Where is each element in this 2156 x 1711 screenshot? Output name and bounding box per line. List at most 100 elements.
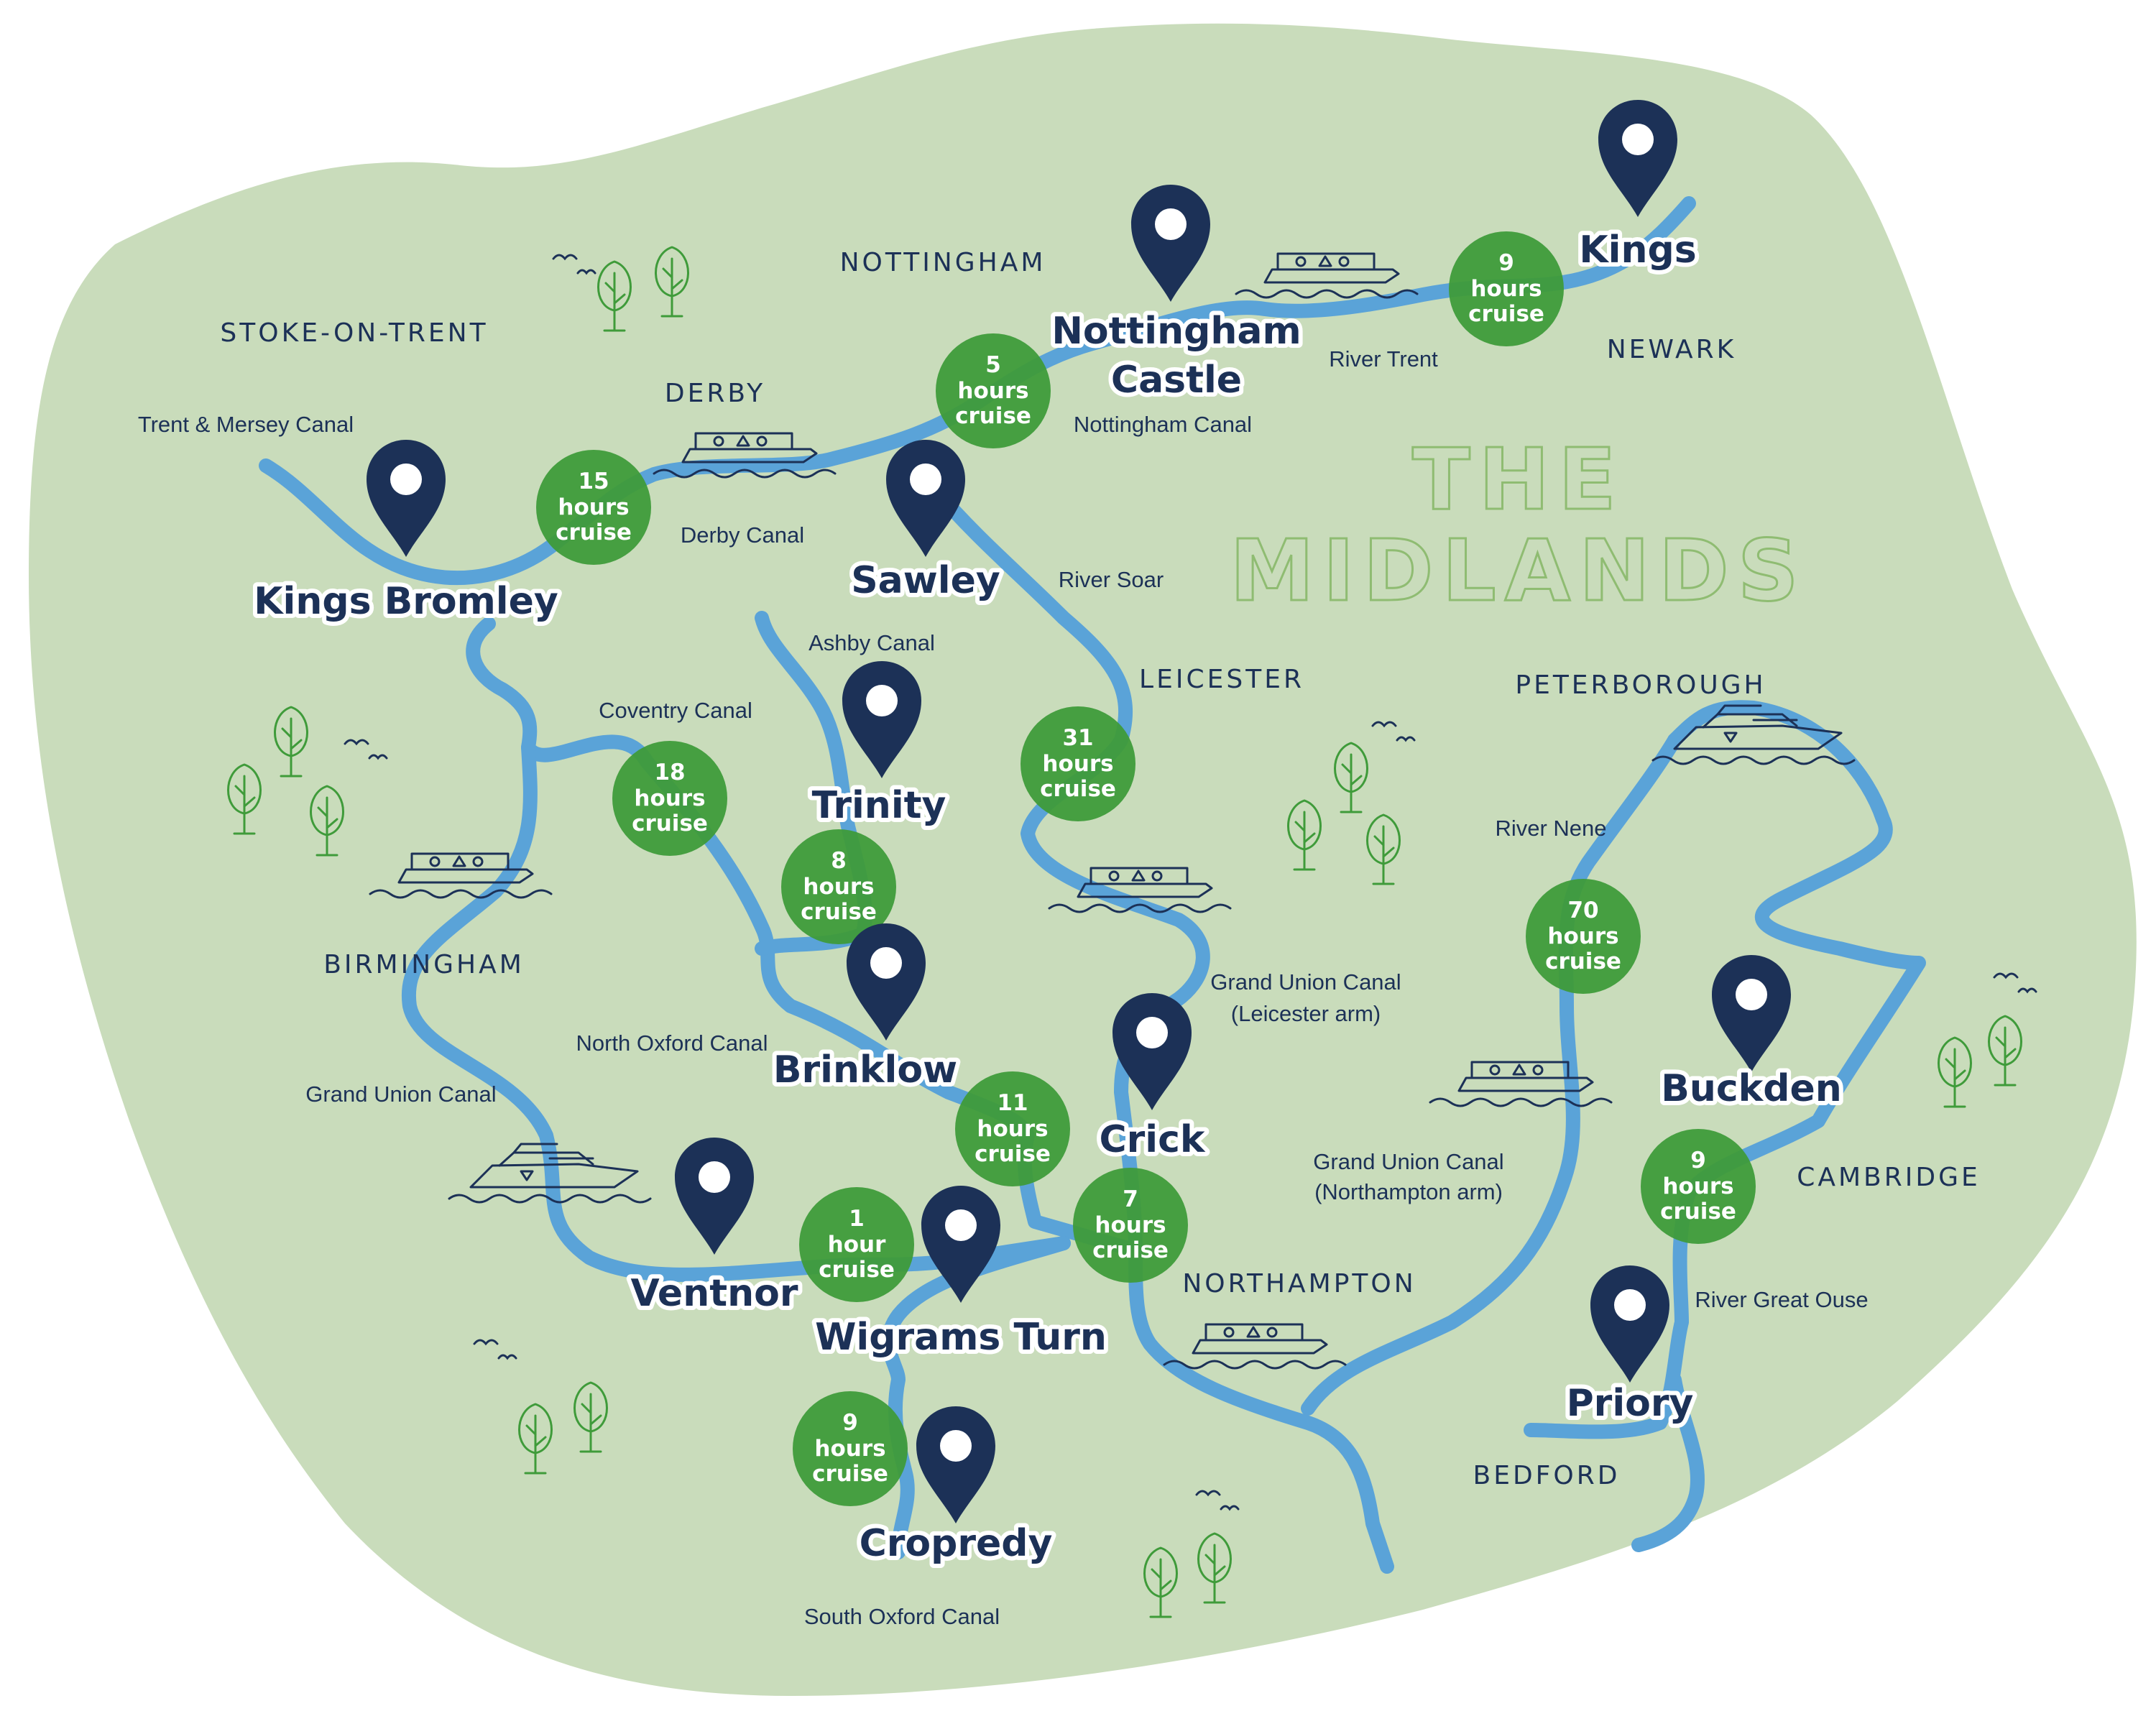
badge-value: 11 bbox=[997, 1090, 1028, 1116]
map-pin-icon[interactable] bbox=[1712, 955, 1791, 1072]
badge-unit: hours bbox=[1547, 923, 1618, 949]
map-pin-icon[interactable] bbox=[1131, 185, 1210, 302]
cruise-time-badge: 9 hours cruise bbox=[793, 1391, 908, 1506]
marina-label[interactable]: Crick bbox=[1095, 1114, 1210, 1166]
city-labels: NOTTINGHAM STOKE-ON-TRENT DERBY NEWARK L… bbox=[220, 248, 1977, 1490]
cruise-time-badges: 9 hours cruise 5 hours cruise 15 hours c… bbox=[536, 231, 1756, 1506]
map-pin-icon[interactable] bbox=[1590, 1265, 1669, 1383]
badge-word: cruise bbox=[955, 403, 1031, 429]
waterway-label: (Leicester arm) bbox=[1231, 1001, 1381, 1026]
waterway-label: Derby Canal bbox=[681, 522, 804, 548]
marina-labels: Kings Nottingham Castle Kings Bromley Sa… bbox=[249, 224, 1846, 1569]
map-pin-icon[interactable] bbox=[847, 923, 926, 1041]
badge-unit: hours bbox=[803, 874, 874, 900]
marina-label[interactable]: Trinity bbox=[808, 780, 951, 831]
badge-value: 8 bbox=[831, 848, 847, 874]
badge-unit: hours bbox=[1095, 1212, 1166, 1238]
badge-word: cruise bbox=[801, 899, 877, 925]
cruise-time-badge: 8 hours cruise bbox=[781, 829, 896, 944]
map-pin-icon[interactable] bbox=[886, 440, 965, 557]
badge-value: 7 bbox=[1123, 1186, 1138, 1212]
badge-word: cruise bbox=[632, 811, 708, 836]
badge-value: 15 bbox=[578, 469, 609, 494]
marina-label[interactable]: Kings Bromley bbox=[249, 576, 563, 627]
waterway-label: Nottingham Canal bbox=[1074, 412, 1252, 437]
route-river-nene bbox=[1524, 700, 1926, 1439]
waterway-label: River Great Ouse bbox=[1695, 1287, 1868, 1312]
badge-unit: hours bbox=[977, 1116, 1048, 1142]
waterway-label: Grand Union Canal bbox=[1210, 969, 1401, 995]
marina-label[interactable]: Cropredy bbox=[855, 1518, 1057, 1569]
marina-label[interactable]: Castle bbox=[1107, 354, 1246, 406]
marina-pins bbox=[367, 100, 1791, 1523]
marina-label[interactable]: Priory bbox=[1562, 1378, 1698, 1429]
region-title-midlands: MIDLANDS bbox=[1230, 521, 1807, 620]
cruise-time-badge: 18 hours cruise bbox=[612, 741, 727, 856]
marina-label[interactable]: Buckden bbox=[1657, 1063, 1846, 1115]
waterway-label: Grand Union Canal bbox=[305, 1082, 496, 1107]
marina-label[interactable]: Nottingham bbox=[1047, 305, 1305, 357]
city-label: NORTHAMPTON bbox=[1182, 1269, 1416, 1299]
badge-unit: hours bbox=[634, 785, 705, 811]
badge-value: 9 bbox=[842, 1410, 858, 1436]
map-pin-icon[interactable] bbox=[1598, 100, 1677, 217]
waterway-label: North Oxford Canal bbox=[576, 1030, 768, 1056]
region-title-the: THE bbox=[1412, 430, 1625, 529]
badge-unit: hours bbox=[957, 378, 1028, 404]
cruise-time-badge: 15 hours cruise bbox=[536, 450, 651, 565]
city-label: STOKE-ON-TRENT bbox=[220, 318, 488, 348]
route-river-great-ouse bbox=[1631, 1373, 1705, 1552]
route-river-soar bbox=[927, 481, 1394, 1574]
waterway-label: River Nene bbox=[1495, 816, 1606, 841]
waterway-label: Coventry Canal bbox=[599, 698, 752, 723]
city-label: NOTTINGHAM bbox=[840, 248, 1046, 277]
badge-unit: hour bbox=[828, 1232, 886, 1258]
city-label: LEICESTER bbox=[1139, 665, 1304, 694]
badge-value: 5 bbox=[985, 352, 1001, 378]
marina-label[interactable]: Sawley bbox=[847, 555, 1005, 607]
cruise-time-badge: 1 hour cruise bbox=[799, 1187, 914, 1302]
waterway-labels: Trent & Mersey Canal Derby Canal Notting… bbox=[138, 346, 1869, 1629]
marina-label[interactable]: Brinklow bbox=[769, 1044, 962, 1096]
waterway-label: Trent & Mersey Canal bbox=[138, 412, 354, 437]
cruise-time-badge: 5 hours cruise bbox=[936, 333, 1051, 448]
map-pin-icon[interactable] bbox=[842, 661, 921, 778]
cruise-time-badge: 31 hours cruise bbox=[1021, 706, 1135, 821]
marina-label[interactable]: Kings bbox=[1575, 224, 1700, 276]
cruise-time-badge: 70 hours cruise bbox=[1526, 879, 1641, 994]
city-label: DERBY bbox=[665, 379, 765, 408]
badge-word: cruise bbox=[1545, 949, 1621, 974]
map-pin-icon[interactable] bbox=[367, 440, 446, 557]
waterway-label: River Trent bbox=[1329, 346, 1438, 372]
route-grand-union-northampton bbox=[1301, 733, 1682, 1416]
waterway-label: (Northampton arm) bbox=[1314, 1179, 1503, 1204]
marina-label[interactable]: Wigrams Turn bbox=[811, 1311, 1111, 1363]
badge-unit: hours bbox=[1470, 276, 1542, 302]
badge-value: 70 bbox=[1567, 898, 1598, 923]
map-pin-icon[interactable] bbox=[921, 1186, 1000, 1303]
badge-unit: hours bbox=[558, 494, 629, 520]
badge-word: cruise bbox=[1660, 1199, 1736, 1225]
badge-word: cruise bbox=[819, 1257, 895, 1283]
badge-word: cruise bbox=[1092, 1237, 1169, 1263]
city-label: PETERBOROUGH bbox=[1515, 670, 1766, 700]
map-pin-icon[interactable] bbox=[675, 1138, 754, 1255]
map-pin-icon[interactable] bbox=[1112, 993, 1192, 1110]
badge-value: 9 bbox=[1690, 1148, 1706, 1173]
cruise-time-badge: 7 hours cruise bbox=[1073, 1168, 1188, 1283]
land-mass bbox=[29, 23, 2137, 1696]
map-pin-icon[interactable] bbox=[916, 1406, 995, 1523]
waterway-label: South Oxford Canal bbox=[804, 1604, 1000, 1629]
cruise-time-badge: 11 hours cruise bbox=[955, 1071, 1070, 1186]
badge-word: cruise bbox=[1468, 301, 1544, 327]
marina-label[interactable]: Ventnor bbox=[627, 1268, 803, 1319]
badge-word: cruise bbox=[556, 520, 632, 545]
badge-unit: hours bbox=[1042, 751, 1113, 777]
waterway-label: Grand Union Canal bbox=[1313, 1149, 1503, 1174]
badge-value: 9 bbox=[1498, 250, 1514, 276]
badge-value: 18 bbox=[654, 760, 685, 785]
badge-value: 1 bbox=[849, 1206, 865, 1232]
badge-word: cruise bbox=[1040, 776, 1116, 802]
badge-value: 31 bbox=[1062, 725, 1093, 751]
